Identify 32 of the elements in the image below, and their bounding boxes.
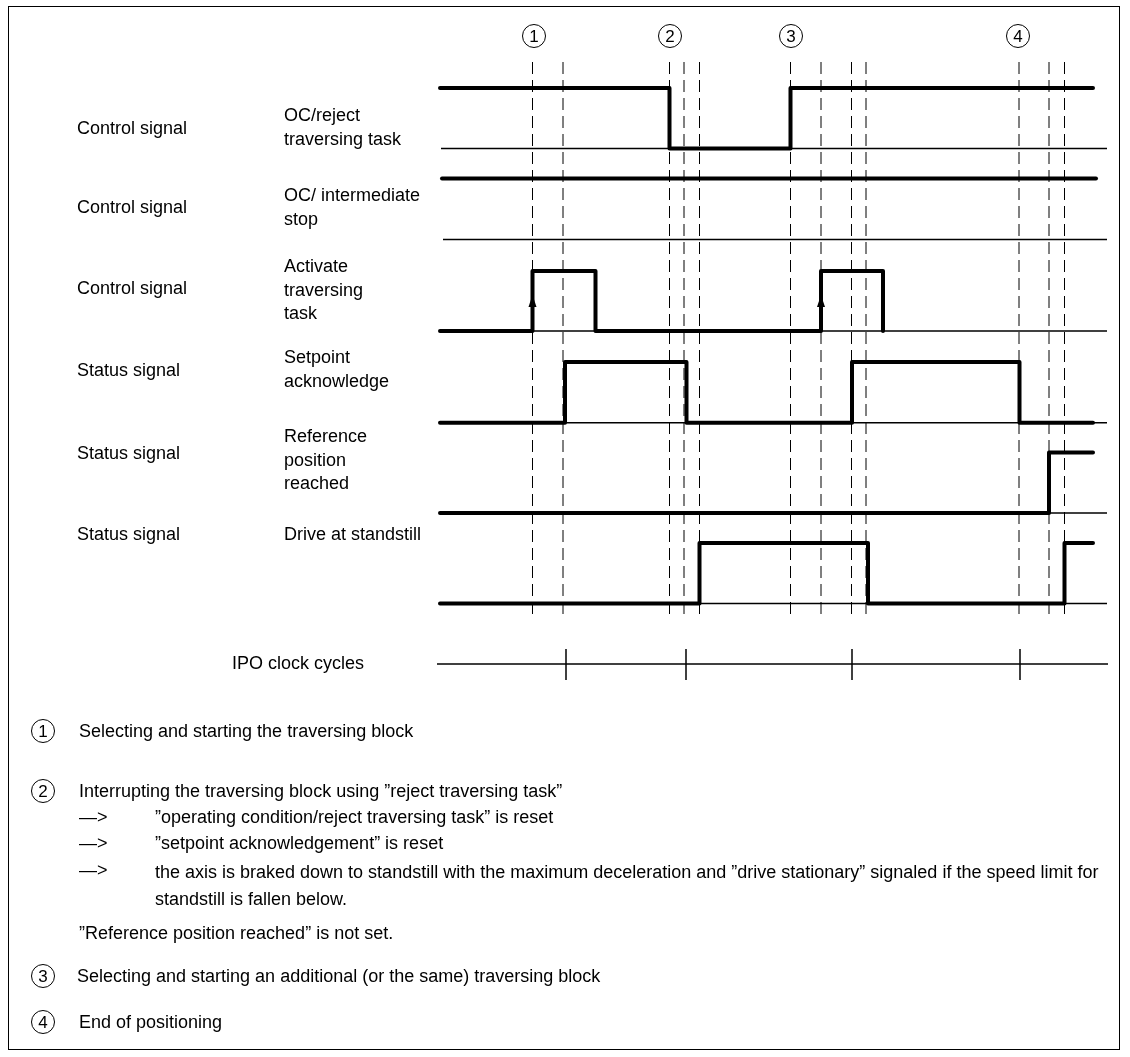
signal-name-label: Setpoint acknowledge: [284, 346, 391, 393]
arrow-symbol: —>: [79, 832, 108, 855]
callout-number: 1: [522, 24, 546, 48]
note-text: Interrupting the traversing block using ”reject traversing task”: [79, 779, 563, 803]
signal-type-label: Status signal: [77, 359, 181, 382]
signal-type-label: Control signal: [77, 117, 188, 140]
note-text: ”setpoint acknowledgement” is reset: [155, 832, 444, 855]
signal-type-label: Control signal: [77, 277, 188, 300]
note-text: Selecting and starting an additional (or the same) traversing block: [77, 964, 601, 988]
arrow-symbol: —>: [79, 859, 108, 882]
note-text: ”Reference position reached” is not set.: [79, 922, 394, 945]
signal-type-label: Status signal: [77, 442, 181, 465]
signal-name-label: OC/reject traversing task: [284, 104, 403, 151]
arrow-symbol: —>: [79, 806, 108, 829]
note-text: the axis is braked down to standstill with the maximum deceleration and ”drive stationary” signaled if the speed limit for standstill is fallen below.: [155, 861, 1100, 911]
signal-name-label: Reference position reached: [284, 425, 369, 495]
callout-number: 4: [1006, 24, 1030, 48]
axis-label: IPO clock cycles: [232, 652, 365, 675]
signal-type-label: Status signal: [77, 523, 181, 546]
signal-name-label: OC/ intermediate stop: [284, 184, 422, 231]
callout-number: 1: [31, 719, 55, 743]
signal-name-label: Activate traversing task: [284, 255, 365, 325]
callout-number: 2: [658, 24, 682, 48]
signal-type-label: Control signal: [77, 196, 188, 219]
callout-number: 4: [31, 1010, 55, 1034]
note-text: End of positioning: [79, 1010, 223, 1034]
callout-number: 2: [31, 779, 55, 803]
callout-number: 3: [31, 964, 55, 988]
note-text: ”operating condition/reject traversing task” is reset: [155, 806, 554, 829]
callout-number: 3: [779, 24, 803, 48]
note-text: Selecting and starting the traversing block: [79, 719, 414, 743]
signal-name-label: Drive at standstill: [284, 523, 422, 546]
